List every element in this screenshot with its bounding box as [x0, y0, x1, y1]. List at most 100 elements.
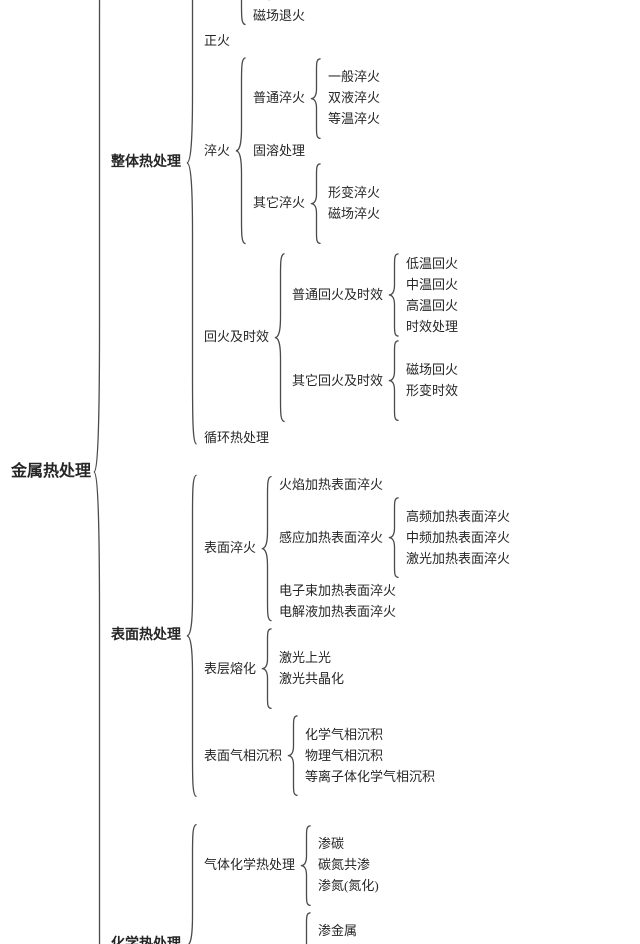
- curly-brace-icon: [235, 56, 248, 246]
- tree-node: 金属热处理整体热处理退火再结晶退火扩散退火去应力退火石墨化退火完全退火球化退火磁…: [6, 0, 638, 944]
- tree-node: 表层熔化 激光上光激光共晶化: [199, 628, 515, 709]
- tree-node: 回火及时效普通回火及时效低温回火中温回火高温回火时效处理其它回火及时效磁场回火形…: [199, 252, 463, 423]
- tree-node-label: 气体化学热处理: [204, 857, 296, 873]
- tree-node: 中频加热表面淬火: [401, 529, 515, 547]
- tree-branch: 高频加热表面淬火中频加热表面淬火激光加热表面淬火: [401, 506, 515, 569]
- tree-node: 形变淬火: [323, 184, 385, 202]
- tree-node: 普通回火及时效 低温回火中温回火高温回火时效处理: [287, 253, 463, 337]
- tree-node: 渗碳: [313, 835, 384, 853]
- tree-node: 普通淬火一般淬火双液淬火等温淬火: [248, 58, 385, 139]
- tree-node: 化学热处理气体化学热处理渗碳碳氮共渗渗氮(氮化)固体化学热处理渗金属渗非金属多元…: [106, 822, 515, 944]
- tree-node: 表面气相沉积 化学气相沉积物理气相沉积等离子体化学气相沉积: [199, 715, 515, 796]
- tree-node-label: 感应加热表面淬火: [279, 529, 384, 545]
- heat-treatment-tree: 金属热处理整体热处理退火再结晶退火扩散退火去应力退火石墨化退火完全退火球化退火磁…: [6, 0, 638, 944]
- curly-brace-icon: [287, 715, 300, 796]
- tree-node: 激光加热表面淬火: [401, 550, 515, 568]
- tree-node-label: 表面气相沉积: [204, 747, 283, 763]
- tree-node-label: 普通淬火: [253, 90, 306, 106]
- tree-node-label: 金属热处理: [11, 463, 92, 480]
- tree-node: 磁场淬火: [323, 205, 385, 223]
- tree-node-label: 双液淬火: [328, 90, 381, 106]
- tree-branch: 再结晶退火扩散退火去应力退火石墨化退火完全退火球化退火磁场退火: [248, 0, 323, 26]
- tree-branch: 一般淬火双液淬火等温淬火: [323, 67, 385, 130]
- tree-node: 表面淬火 火焰加热表面淬火感应加热表面淬火 高频加热表面淬火中频加热表面淬火激光加热…: [199, 475, 515, 622]
- tree-node: 激光共晶化: [274, 670, 349, 688]
- tree-node-label: 淬火: [204, 142, 231, 158]
- tree-branch: 普通回火及时效 低温回火中温回火高温回火时效处理其它回火及时效 磁场回火形变时效: [287, 252, 463, 423]
- tree-node-label: 磁场淬火: [328, 205, 381, 221]
- tree-node: 球化退火: [248, 0, 323, 4]
- tree-node-label: 普通回火及时效: [292, 287, 384, 302]
- tree-node: 表面热处理 表面淬火 火焰加热表面淬火感应加热表面淬火 高频加热表面淬火中频加热表面淬…: [106, 472, 515, 800]
- tree-node: 循环热处理: [199, 429, 463, 447]
- tree-node: 碳氮共渗: [313, 856, 384, 874]
- tree-node-label: 形变时效: [406, 383, 459, 399]
- tree-node: 整体热处理退火再结晶退火扩散退火去应力退火石墨化退火完全退火球化退火磁场退火正火…: [106, 0, 515, 450]
- tree-node-label: 激光加热表面淬火: [406, 550, 511, 566]
- tree-node: 渗金属: [313, 922, 375, 940]
- curly-brace-icon: [388, 253, 401, 337]
- tree-branch: 整体热处理退火再结晶退火扩散退火去应力退火石墨化退火完全退火球化退火磁场退火正火…: [106, 0, 515, 944]
- tree-branch: 火焰加热表面淬火感应加热表面淬火 高频加热表面淬火中频加热表面淬火激光加热表面淬火…: [274, 475, 515, 622]
- tree-node-label: 火焰加热表面淬火: [279, 477, 384, 493]
- tree-branch: 磁场回火形变时效: [401, 360, 463, 402]
- tree-node: 正火: [199, 32, 463, 50]
- tree-node-label: 表面淬火: [204, 540, 257, 556]
- tree-node-label: 激光共晶化: [279, 671, 345, 687]
- tree-node-label: 化学气相沉积: [305, 726, 384, 742]
- curly-brace-icon: [261, 628, 274, 709]
- tree-node-label: 表层熔化: [204, 660, 257, 676]
- curly-brace-icon: [310, 58, 323, 139]
- tree-branch: 低温回火中温回火高温回火时效处理: [401, 253, 463, 337]
- tree-node: 时效处理: [401, 318, 463, 336]
- curly-brace-icon: [186, 472, 199, 800]
- curly-brace-icon: [388, 340, 401, 421]
- tree-node-label: 渗金属: [318, 923, 358, 939]
- tree-node: 激光上光: [274, 649, 349, 667]
- tree-node-label: 高频加热表面淬火: [406, 508, 511, 524]
- tree-branch: 退火再结晶退火扩散退火去应力退火石墨化退火完全退火球化退火磁场退火正火淬火普通淬…: [199, 0, 463, 450]
- tree-node-label: 渗氮(氮化): [318, 878, 379, 894]
- tree-branch: 渗金属渗非金属多元共渗: [313, 921, 375, 944]
- tree-node-label: 一般淬火: [328, 69, 381, 85]
- tree-node-label: 中频加热表面淬火: [406, 529, 511, 545]
- tree-node-label: 化学热处理: [106, 936, 186, 944]
- tree-node-label: 碳氮共渗: [318, 857, 371, 873]
- curly-brace-icon: [300, 912, 313, 944]
- tree-node-label: 物理气相沉积: [305, 747, 384, 763]
- tree-node-label: 渗碳: [318, 836, 345, 852]
- tree-node-label: 形变淬火: [328, 184, 381, 200]
- tree-node: 电子束加热表面淬火: [274, 582, 515, 600]
- tree-node-label: 电解液加热表面淬火: [279, 603, 397, 619]
- curly-brace-icon: [186, 0, 199, 450]
- curly-brace-icon: [388, 497, 401, 578]
- curly-brace-icon: [274, 252, 287, 423]
- tree-node-label: 正火: [204, 33, 231, 48]
- tree-node-label: 磁场退火: [253, 7, 306, 23]
- curly-brace-icon: [186, 822, 199, 944]
- tree-branch: 激光上光激光共晶化: [274, 648, 349, 690]
- tree-node-label: 其它回火及时效: [292, 372, 384, 388]
- tree-node-label: 高温回火: [406, 297, 459, 313]
- tree-node-label: 表面热处理: [111, 627, 182, 643]
- tree-branch: 化学气相沉积物理气相沉积等离子体化学气相沉积: [300, 724, 440, 787]
- tree-node-label: 等离子体化学气相沉积: [305, 768, 436, 784]
- curly-brace-icon: [93, 0, 106, 944]
- tree-node: 磁场退火: [248, 7, 323, 25]
- tree-node: 气体化学热处理 渗碳碳氮共渗渗氮(氮化): [199, 825, 384, 906]
- tree-branch: 渗碳碳氮共渗渗氮(氮化): [313, 834, 384, 897]
- tree-node-label: 磁场回火: [406, 362, 459, 378]
- tree-branch: 普通淬火一般淬火双液淬火等温淬火固溶处理其它淬火形变淬火磁场淬火: [248, 56, 385, 246]
- tree-node: 固溶处理: [248, 142, 385, 160]
- tree-branch: 气体化学热处理渗碳碳氮共渗渗氮(氮化)固体化学热处理渗金属渗非金属多元共渗离子化…: [199, 822, 384, 944]
- tree-node: 磁场回火: [401, 361, 463, 379]
- tree-node: 低温回火: [401, 255, 463, 273]
- tree-node-label: 低温回火: [406, 255, 459, 271]
- tree-node-label: 中温回火: [406, 276, 459, 292]
- curly-brace-icon: [300, 825, 313, 906]
- tree-node: 高温回火: [401, 297, 463, 315]
- tree-node: 等离子体化学气相沉积: [300, 768, 440, 786]
- tree-node: 感应加热表面淬火 高频加热表面淬火中频加热表面淬火激光加热表面淬火: [274, 497, 515, 578]
- tree-node-label: 整体热处理: [111, 154, 182, 170]
